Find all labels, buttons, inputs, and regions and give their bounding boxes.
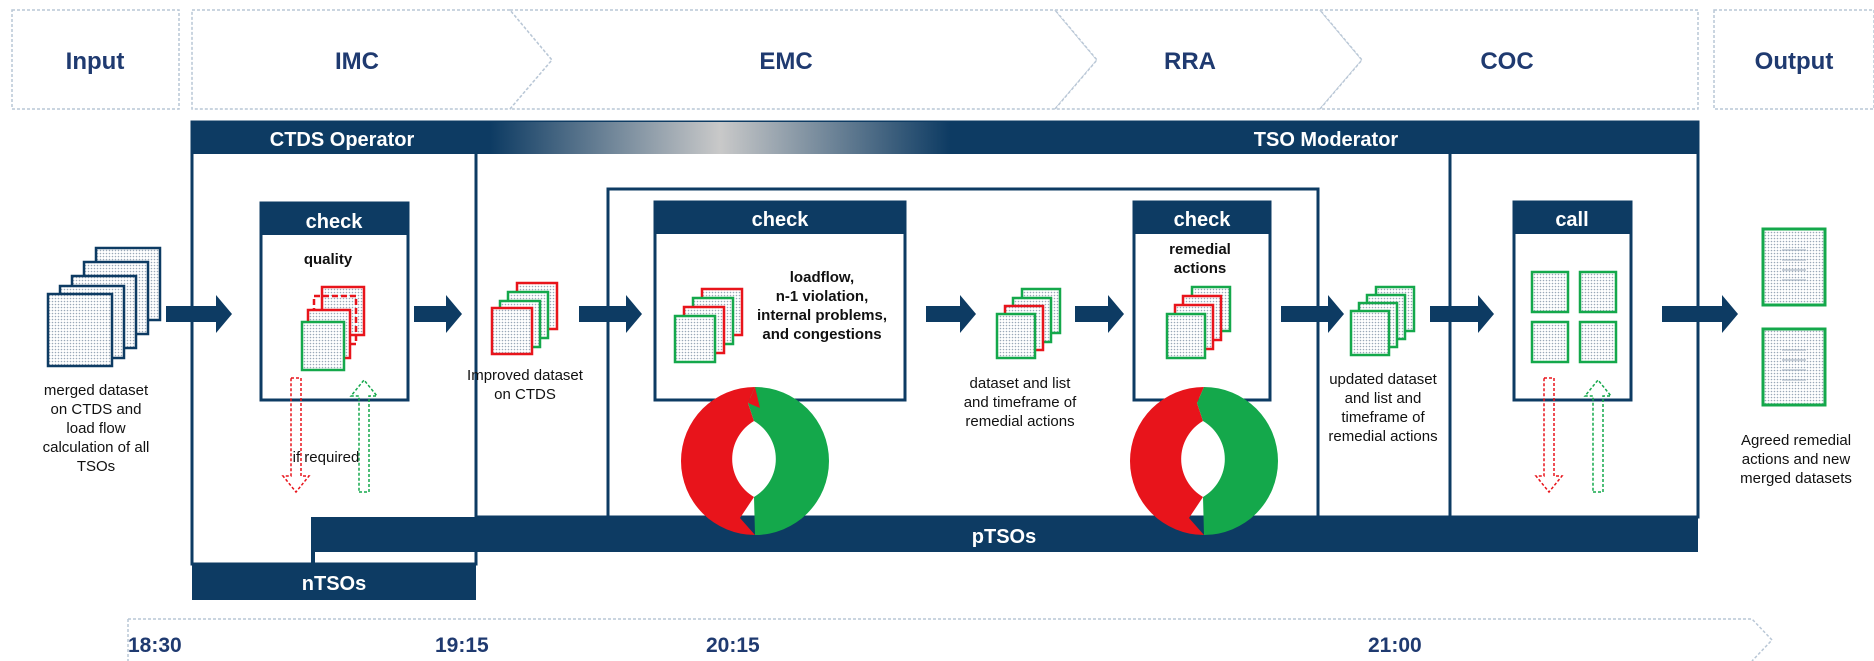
input-dataset-stack-icon (46, 246, 162, 368)
svg-text:and timeframe of: and timeframe of (964, 394, 1077, 411)
dashed-arrow-down-icon (281, 377, 311, 494)
arrow-right-icon (166, 295, 232, 333)
svg-text:timeframe of: timeframe of (1341, 409, 1425, 426)
phase-header: Input IMC EMC RRA COC Output (11, 9, 1874, 110)
dataset-list-label: dataset and list and timeframe of remedi… (964, 375, 1077, 430)
ntsos-bar (192, 564, 476, 600)
phase-input (11, 9, 180, 110)
arrow-right-icon (1662, 295, 1738, 333)
time-1830: 18:30 (128, 634, 182, 657)
svg-text:Improved dataset: Improved dataset (467, 367, 584, 384)
check-loadflow-box: check loadflow, n-1 violation, internal … (653, 200, 907, 402)
svg-text:Agreed remedial: Agreed remedial (1741, 432, 1851, 449)
svg-text:actions and new: actions and new (1742, 451, 1851, 468)
svg-text:remedial actions: remedial actions (1328, 428, 1437, 445)
svg-text:TSOs: TSOs (77, 458, 115, 475)
phase-output (1713, 9, 1874, 110)
svg-text:on CTDS and: on CTDS and (51, 401, 142, 418)
ctds-operator-label: CTDS Operator (270, 129, 415, 151)
arrow-right-icon (579, 295, 642, 333)
phase-imc-label: IMC (335, 48, 379, 75)
timeline-arrow (127, 618, 1774, 661)
role-transition-gradient (490, 122, 950, 154)
svg-text:n-1 violation,: n-1 violation, (776, 288, 869, 305)
timeline: 18:30 19:15 20:15 21:00 (127, 618, 1774, 661)
if-required-arrows: if required (281, 377, 379, 494)
svg-text:and congestions: and congestions (762, 326, 881, 343)
cycle-ring-icon (681, 387, 829, 535)
ptsos-connector (311, 517, 315, 565)
svg-text:load flow: load flow (66, 420, 125, 437)
call-box: call (1512, 200, 1633, 402)
updated-dataset-label: updated dataset and list and timeframe o… (1328, 371, 1437, 445)
svg-text:on CTDS: on CTDS (494, 386, 556, 403)
check-quality-sub: quality (304, 251, 353, 268)
phase-rra-label: RRA (1164, 48, 1216, 75)
svg-text:remedial: remedial (1169, 241, 1231, 258)
merged-dataset-label: merged dataset on CTDS and load flow cal… (43, 382, 150, 475)
call-arrows (1534, 377, 1613, 494)
output-documents-icon (1761, 227, 1827, 407)
phase-emc-label: EMC (759, 48, 812, 75)
check-remedial-title: check (1174, 209, 1232, 231)
agreed-remedial-label: Agreed remedial actions and new merged d… (1740, 432, 1852, 487)
time-1915: 19:15 (435, 634, 489, 657)
check-loadflow-title: check (752, 209, 810, 231)
phase-output-label: Output (1755, 48, 1834, 75)
svg-text:internal problems,: internal problems, (757, 307, 887, 324)
svg-text:calculation of all: calculation of all (43, 439, 150, 456)
arrow-right-icon (1281, 295, 1344, 333)
dashed-arrow-down-icon (1534, 377, 1564, 494)
check-quality-box: check quality (259, 201, 410, 402)
check-remedial-box: check remedial actions (1132, 200, 1272, 402)
improved-dataset-icon (490, 281, 559, 356)
arrow-right-icon (926, 295, 976, 333)
svg-text:actions: actions (1174, 260, 1227, 277)
document-stack-icon (300, 285, 366, 372)
document-grid-icon (1530, 270, 1618, 364)
updated-dataset-icon (1349, 285, 1416, 357)
ptsos-label: pTSOs (972, 526, 1036, 548)
arrow-right-icon (1430, 295, 1494, 333)
flow-arrows (166, 295, 1738, 333)
svg-text:merged datasets: merged datasets (1740, 470, 1852, 487)
svg-text:dataset and list: dataset and list (970, 375, 1072, 392)
phase-input-label: Input (66, 48, 125, 75)
svg-text:and list and: and list and (1345, 390, 1422, 407)
svg-text:merged dataset: merged dataset (44, 382, 149, 399)
improved-dataset-label: Improved dataset on CTDS (467, 367, 584, 403)
phase-coc-label: COC (1480, 48, 1533, 75)
ptsos-bar (311, 517, 1698, 552)
arrow-right-icon (1075, 295, 1124, 333)
time-2015: 20:15 (706, 634, 760, 657)
dataset-list-icon (995, 287, 1062, 360)
dashed-arrow-up-icon (349, 378, 379, 493)
time-2100: 21:00 (1368, 634, 1422, 657)
ntsos-label: nTSOs (302, 573, 366, 595)
svg-text:updated dataset: updated dataset (1329, 371, 1437, 388)
tso-moderator-label: TSO Moderator (1254, 129, 1399, 151)
check-quality-title: check (306, 211, 364, 233)
cycle-ring-icon (1130, 387, 1278, 535)
svg-text:loadflow,: loadflow, (790, 269, 854, 286)
call-title: call (1555, 209, 1588, 231)
if-required-label: if required (293, 449, 360, 466)
document-stack-icon (1165, 285, 1232, 360)
svg-text:remedial actions: remedial actions (965, 413, 1074, 430)
document-stack-icon (673, 287, 744, 364)
arrow-right-icon (414, 295, 462, 333)
dashed-arrow-up-icon (1583, 378, 1613, 493)
phase-coc (1318, 9, 1699, 110)
